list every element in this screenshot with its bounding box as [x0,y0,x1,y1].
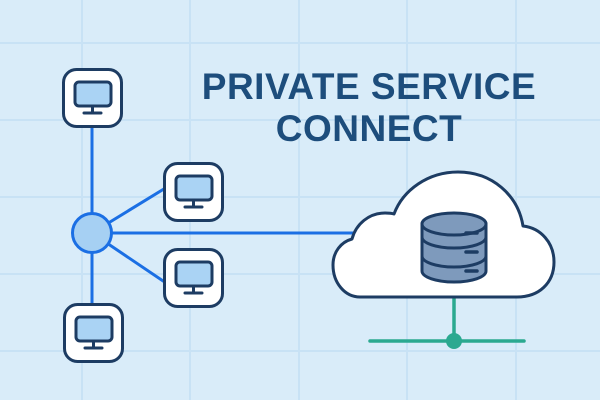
client-node [163,162,224,222]
monitor-icon [74,315,114,350]
database-icon [420,211,488,284]
hub-node-icon [71,212,113,254]
client-node [63,303,124,363]
client-node [62,68,123,128]
page-title: PRIVATE SERVICE CONNECT [199,66,539,150]
monitor-icon [73,80,113,115]
service-node-dot [446,333,462,349]
client-node [163,248,224,308]
title-line-2: CONNECT [275,108,463,149]
monitor-icon [174,260,214,295]
title-line-1: PRIVATE SERVICE [201,66,537,107]
monitor-icon [174,174,214,209]
network-segment-icon [368,288,526,349]
